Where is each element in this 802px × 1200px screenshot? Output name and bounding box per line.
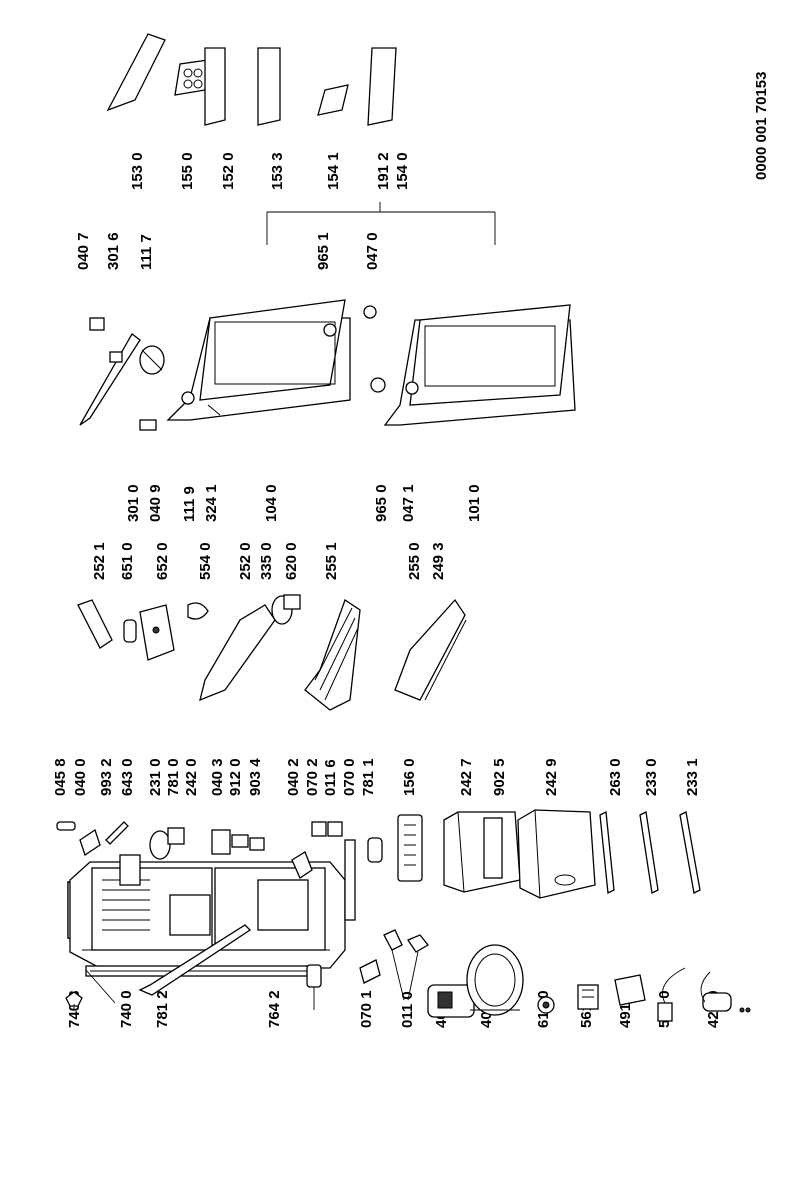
label-047-1: 047 1	[400, 484, 417, 522]
label-255-1: 255 1	[323, 542, 340, 580]
label-011-6: 011 6	[322, 759, 339, 796]
label-740-0: 740 0	[118, 990, 135, 1028]
label-249-3: 249 3	[430, 542, 447, 580]
adjustable-feet	[383, 929, 429, 1001]
label-652-0: 652 0	[154, 542, 171, 580]
label-242-0: 242 0	[183, 758, 200, 796]
label-252-1: 252 1	[91, 542, 108, 580]
small-parts-column-2	[56, 821, 383, 921]
label-111-7: 111 7	[138, 234, 155, 270]
label-301-0: 301 0	[125, 484, 142, 522]
label-781-0: 781 0	[165, 758, 182, 796]
label-111-9: 111 9	[181, 486, 198, 522]
label-070-2: 070 2	[304, 758, 321, 796]
label-070-0: 070 0	[341, 758, 358, 796]
label-651-0: 651 0	[119, 542, 136, 580]
label-255-0: 255 0	[406, 542, 423, 580]
label-040-0: 040 0	[72, 758, 89, 796]
label-764-2: 764 2	[266, 990, 283, 1028]
label-252-0: 252 0	[237, 542, 254, 580]
label-156-0: 156 0	[401, 758, 418, 796]
hinge-cap	[65, 991, 83, 1010]
labels-column-2: 045 8 040 0 993 2 643 0 231 0 781 0 242 …	[52, 758, 701, 796]
label-993-2: 993 2	[98, 758, 115, 796]
label-233-0: 233 0	[643, 758, 660, 796]
label-047-0: 047 0	[364, 232, 381, 270]
egg-tray	[397, 814, 423, 882]
label-301-6: 301 6	[105, 232, 122, 270]
label-242-9: 242 9	[543, 758, 560, 796]
labels-column-5: 040 7 301 6 111 7 965 1 047 0 191 2	[75, 152, 392, 270]
compressor	[427, 944, 524, 1018]
part-566-0	[657, 967, 686, 1022]
label-191-2: 191 2	[375, 152, 392, 190]
label-104-0: 104 0	[263, 484, 280, 522]
cylinder-part	[306, 964, 322, 1010]
label-045-8: 045 8	[52, 758, 69, 796]
labels-column-6: 153 0 155 0 152 0 153 3 154 1 154 0	[129, 152, 411, 190]
label-040-3: 040 3	[209, 758, 226, 796]
control-and-shelves	[77, 594, 301, 702]
part-561-2	[577, 984, 599, 1010]
shelf-strips	[599, 810, 701, 895]
label-324-1: 324 1	[203, 484, 220, 522]
label-153-3: 153 3	[269, 152, 286, 190]
label-040-2: 040 2	[285, 758, 302, 796]
label-040-7: 040 7	[75, 232, 92, 270]
diagram-reference-number: 0000 001 70153	[753, 72, 770, 180]
label-643-0: 643 0	[119, 758, 136, 796]
fridge-door-lower	[383, 304, 576, 426]
label-155-0: 155 0	[179, 152, 196, 190]
label-781-1: 781 1	[360, 758, 377, 796]
crisper-drawers	[443, 809, 596, 899]
label-152-0: 152 0	[220, 152, 237, 190]
label-242-7: 242 7	[458, 758, 475, 796]
door-shelf-bracket	[266, 202, 496, 245]
label-965-0: 965 0	[373, 484, 390, 522]
label-153-0: 153 0	[129, 152, 146, 190]
label-231-0: 231 0	[147, 758, 164, 796]
long-rod	[138, 924, 252, 996]
label-070-1: 070 1	[358, 990, 375, 1028]
label-902-5: 902 5	[491, 758, 508, 796]
label-154-1: 154 1	[325, 152, 342, 190]
label-101-0: 101 0	[466, 484, 483, 522]
label-903-4: 903 4	[247, 758, 264, 796]
label-154-0: 154 0	[394, 152, 411, 190]
relay-614-0	[537, 996, 555, 1014]
label-040-9: 040 9	[147, 484, 164, 522]
label-781-2: 781 2	[154, 990, 171, 1028]
label-620-0: 620 0	[283, 542, 300, 580]
cabinet-evaporator-grille	[102, 879, 150, 931]
capacitor-420-0	[700, 971, 751, 1013]
labels-column-3: 252 1 651 0 652 0 554 0 252 0 335 0 620 …	[91, 542, 447, 580]
pad-070-1	[359, 959, 381, 984]
label-233-1: 233 1	[684, 758, 701, 796]
glass-shelves	[304, 598, 467, 711]
door-racks	[106, 33, 397, 126]
label-554-0: 554 0	[197, 542, 214, 580]
part-491-0	[614, 974, 646, 1006]
label-011-0: 011 0	[399, 991, 416, 1028]
label-263-0: 263 0	[607, 758, 624, 796]
label-965-1: 965 1	[315, 232, 332, 270]
fridge-door-upper	[166, 299, 351, 421]
hinge-and-handle-parts	[79, 305, 419, 431]
label-335-0: 335 0	[258, 542, 275, 580]
label-912-0: 912 0	[227, 758, 244, 796]
labels-column-4: 301 0 040 9 111 9 324 1 104 0 965 0 047 …	[125, 484, 483, 522]
